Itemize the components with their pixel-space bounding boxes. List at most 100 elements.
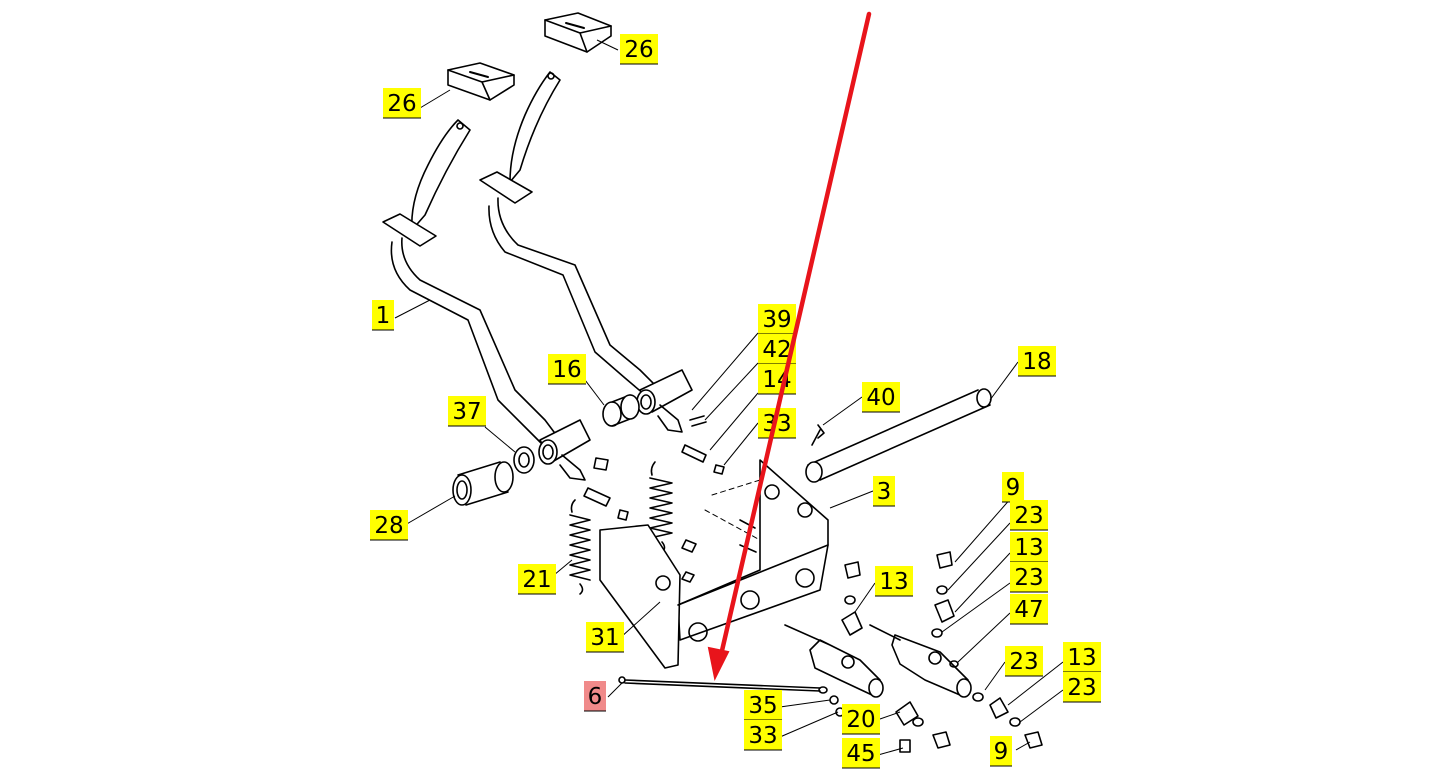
callout-box — [370, 510, 408, 540]
callout-26: 26 — [620, 34, 658, 65]
callout-45: 45 — [842, 738, 880, 769]
callout-box — [586, 622, 624, 652]
callout-box — [875, 566, 913, 596]
pivot-hub-left — [538, 419, 591, 481]
callout-23: 23 — [1063, 672, 1101, 703]
callout-number: 23 — [1009, 649, 1038, 675]
callout-box — [1063, 672, 1101, 702]
callout-23: 23 — [1005, 646, 1043, 677]
callout-number: 3 — [877, 479, 892, 505]
callout-box — [842, 738, 880, 768]
callout-47: 47 — [1010, 594, 1048, 625]
callout-number: 13 — [1014, 535, 1043, 561]
callout-box — [758, 364, 796, 394]
callout-number: 1 — [376, 303, 391, 329]
callout-box — [372, 300, 394, 330]
callout-box — [1063, 642, 1101, 672]
callout-37: 37 — [448, 396, 486, 427]
callout-box — [744, 720, 782, 750]
callout-number: 35 — [748, 693, 777, 719]
cross-shaft-18 — [805, 388, 992, 483]
callout-box — [1018, 346, 1056, 376]
callout-box — [383, 88, 421, 118]
callout-number: 45 — [846, 741, 875, 767]
callout-6-highlighted: 6 — [584, 681, 606, 712]
return-spring-left — [569, 499, 591, 595]
mounting-bracket — [599, 459, 829, 669]
callout-box — [518, 564, 556, 594]
pedal-pad-left — [447, 62, 515, 101]
callout-number: 21 — [522, 567, 551, 593]
callout-number: 9 — [994, 739, 1009, 765]
leader-lines — [394, 39, 1064, 756]
callout-box — [1002, 472, 1024, 502]
red-pointer-arrow — [707, 11, 872, 682]
callout-number: 26 — [387, 91, 416, 117]
callout-3: 3 — [873, 476, 895, 507]
callout-26: 26 — [383, 88, 421, 119]
callout-box — [842, 704, 880, 734]
callout-number: 23 — [1014, 503, 1043, 529]
callout-box — [758, 304, 796, 334]
callout-23: 23 — [1010, 562, 1048, 593]
callout-number: 18 — [1022, 349, 1051, 375]
callout-1: 1 — [372, 300, 394, 331]
callout-33: 33 — [744, 720, 782, 751]
callout-number: 26 — [624, 37, 653, 63]
callout-number: 28 — [374, 513, 403, 539]
callout-21: 21 — [518, 564, 556, 595]
callout-number: 20 — [846, 707, 875, 733]
pedal-pad-right — [544, 12, 612, 53]
small-pins — [583, 415, 825, 583]
callout-box — [448, 396, 486, 426]
callout-number: 23 — [1014, 565, 1043, 591]
washer-37 — [513, 446, 535, 474]
callout-box — [990, 736, 1012, 766]
callout-box — [548, 354, 586, 384]
callout-box — [1010, 562, 1048, 592]
callout-16: 16 — [548, 354, 586, 385]
bushing-28 — [452, 461, 514, 506]
callout-23: 23 — [1010, 500, 1048, 531]
push-rod-6 — [618, 676, 828, 694]
callout-box — [862, 382, 900, 412]
bushing-16 — [602, 394, 640, 427]
pedal-arm-right — [479, 71, 656, 396]
callout-number: 33 — [748, 723, 777, 749]
callout-13: 13 — [1010, 532, 1048, 563]
callout-number: 9 — [1006, 475, 1021, 501]
callout-box — [873, 476, 895, 506]
callout-box — [1005, 646, 1043, 676]
callout-number: 16 — [552, 357, 581, 383]
master-cylinder-left — [784, 624, 884, 698]
callout-13: 13 — [1063, 642, 1101, 673]
callout-number: 40 — [866, 385, 895, 411]
callout-box — [1010, 500, 1048, 530]
callout-18: 18 — [1018, 346, 1056, 377]
callout-20: 20 — [842, 704, 880, 735]
callout-number: 42 — [762, 337, 791, 363]
callout-14: 14 — [758, 364, 796, 395]
callout-39: 39 — [758, 304, 796, 335]
callout-40: 40 — [862, 382, 900, 413]
callout-35: 35 — [744, 690, 782, 721]
callout-box — [1010, 594, 1048, 624]
callout-number: 13 — [879, 569, 908, 595]
callout-number: 13 — [1067, 645, 1096, 671]
callout-number: 37 — [452, 399, 481, 425]
callout-13: 13 — [875, 566, 913, 597]
callout-box — [744, 690, 782, 720]
callout-number: 39 — [762, 307, 791, 333]
pivot-hub-right — [636, 369, 693, 433]
callout-number: 31 — [590, 625, 619, 651]
callout-9: 9 — [1002, 472, 1024, 503]
callout-box — [620, 34, 658, 64]
callout-box — [584, 681, 606, 711]
callout-31: 31 — [586, 622, 624, 653]
callout-number: 47 — [1014, 597, 1043, 623]
callout-28: 28 — [370, 510, 408, 541]
callout-number: 23 — [1067, 675, 1096, 701]
callout-number: 6 — [588, 684, 603, 710]
